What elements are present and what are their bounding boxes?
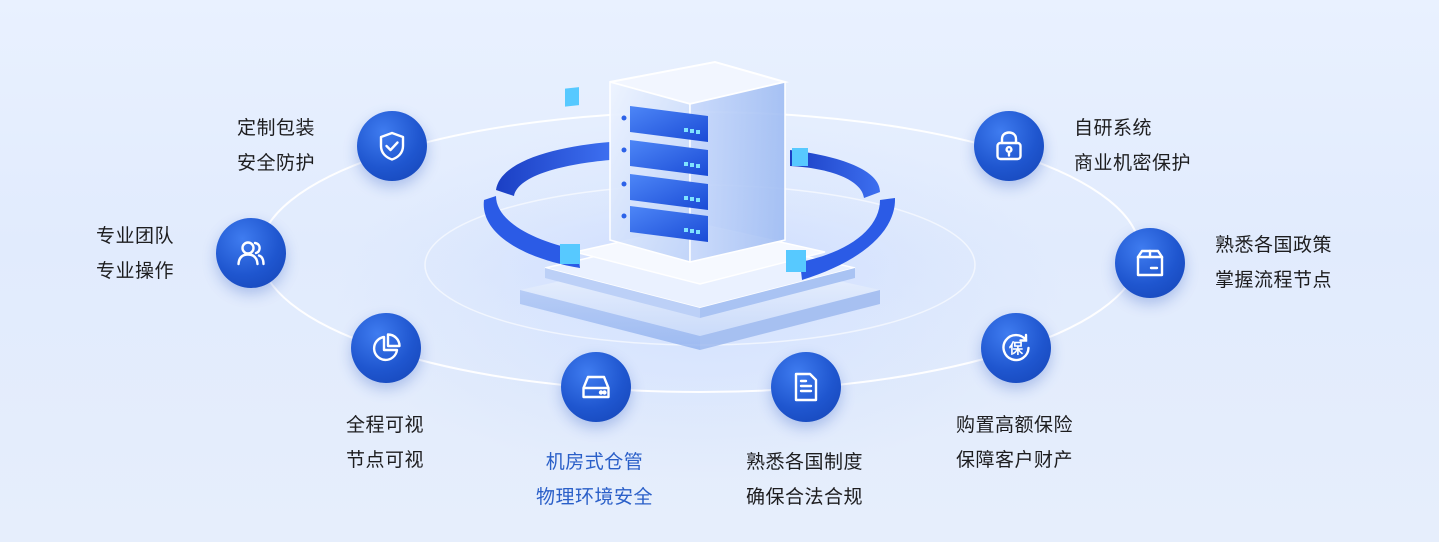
feature-compliance-label: 熟悉各国制度 确保合法合规 [746, 451, 864, 508]
feature-tracking-label: 全程可视 节点可视 [346, 414, 425, 471]
node-insurance: 保 [981, 313, 1051, 383]
document-icon [794, 372, 818, 402]
node-policy [1115, 228, 1185, 298]
feature-team-label: 专业团队 专业操作 [96, 225, 175, 282]
lock-icon [996, 131, 1022, 161]
drive-icon [582, 375, 610, 399]
node-security [974, 111, 1044, 181]
node-tracking [351, 313, 421, 383]
insurance-icon: 保 [1002, 333, 1030, 362]
feature-warehouse-label: 机房式仓管 物理环境安全 [536, 451, 654, 508]
pie-chart-icon [372, 333, 401, 362]
shield-check-icon [379, 131, 405, 161]
node-compliance [771, 352, 841, 422]
feature-packaging-label: 定制包装 安全防护 [237, 117, 316, 174]
feature-insurance-label: 购置高额保险 保障客户财产 [956, 414, 1074, 471]
feature-security-label: 自研系统 商业机密保护 [1074, 117, 1192, 174]
feature-policy-label: 熟悉各国政策 掌握流程节点 [1215, 234, 1333, 291]
server-units [621, 106, 708, 242]
users-icon [237, 241, 265, 266]
node-packaging [357, 111, 427, 181]
node-team [216, 218, 286, 288]
svg-text:保: 保 [1008, 341, 1024, 358]
node-warehouse [561, 352, 631, 422]
box-icon [1136, 249, 1164, 277]
